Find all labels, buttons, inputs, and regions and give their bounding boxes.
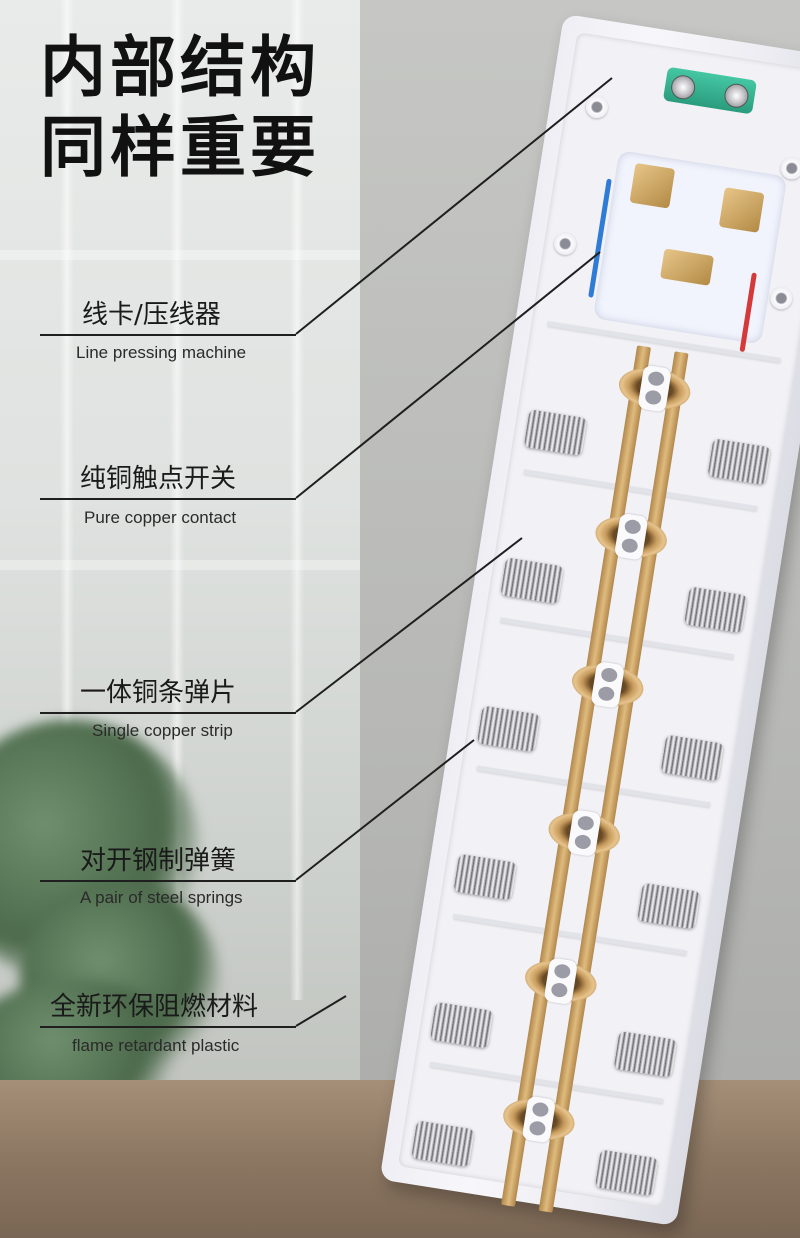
callout-zh: 纯铜触点开关 bbox=[80, 464, 237, 494]
window-frame bbox=[0, 250, 360, 260]
callout-rule bbox=[40, 1026, 296, 1028]
callout-en: Line pressing machine bbox=[76, 343, 247, 362]
screw-post bbox=[779, 155, 800, 181]
steel-spring bbox=[453, 853, 517, 901]
screw-icon bbox=[722, 82, 751, 110]
steel-spring bbox=[684, 586, 748, 634]
callout-rule bbox=[40, 712, 296, 714]
screw-icon bbox=[669, 73, 697, 102]
callout-zh: 全新环保阻燃材料 bbox=[50, 992, 259, 1022]
blue-wire bbox=[588, 178, 612, 298]
steel-spring bbox=[523, 409, 588, 456]
screw-post bbox=[768, 285, 794, 311]
brass-terminal bbox=[718, 187, 765, 233]
callout-en: Single copper strip bbox=[92, 721, 233, 740]
red-wire bbox=[739, 272, 757, 353]
steel-spring bbox=[637, 882, 701, 930]
headline: 内部结构 同样重要 bbox=[40, 28, 320, 188]
window-frame bbox=[0, 560, 360, 570]
steel-spring bbox=[660, 734, 724, 782]
headline-line-1: 内部结构 bbox=[40, 29, 320, 106]
screw-post bbox=[584, 94, 610, 120]
brass-terminal bbox=[629, 162, 676, 209]
steel-spring bbox=[500, 557, 564, 605]
callout-en: flame retardant plastic bbox=[72, 1036, 240, 1055]
callout-rule bbox=[40, 498, 296, 500]
line-clamp bbox=[662, 66, 758, 115]
steel-spring bbox=[594, 1149, 659, 1197]
window-frame bbox=[170, 0, 184, 1000]
callout-rule bbox=[40, 334, 296, 336]
callout-zh: 线卡/压线器 bbox=[82, 300, 221, 330]
callout-en: A pair of steel springs bbox=[80, 888, 243, 907]
headline-line-2: 同样重要 bbox=[40, 109, 320, 186]
callout-zh: 对开钢制弹簧 bbox=[80, 846, 237, 876]
copper-contact bbox=[659, 248, 715, 286]
steel-spring bbox=[411, 1120, 475, 1168]
screw-post bbox=[552, 231, 578, 257]
steel-spring bbox=[613, 1031, 677, 1078]
switch-housing bbox=[588, 150, 788, 353]
steel-spring bbox=[430, 1001, 494, 1049]
steel-spring bbox=[476, 705, 541, 753]
callout-rule bbox=[40, 880, 296, 882]
steel-spring bbox=[707, 438, 771, 486]
callout-zh: 一体铜条弹片 bbox=[80, 678, 237, 708]
callout-en: Pure copper contact bbox=[84, 508, 237, 527]
